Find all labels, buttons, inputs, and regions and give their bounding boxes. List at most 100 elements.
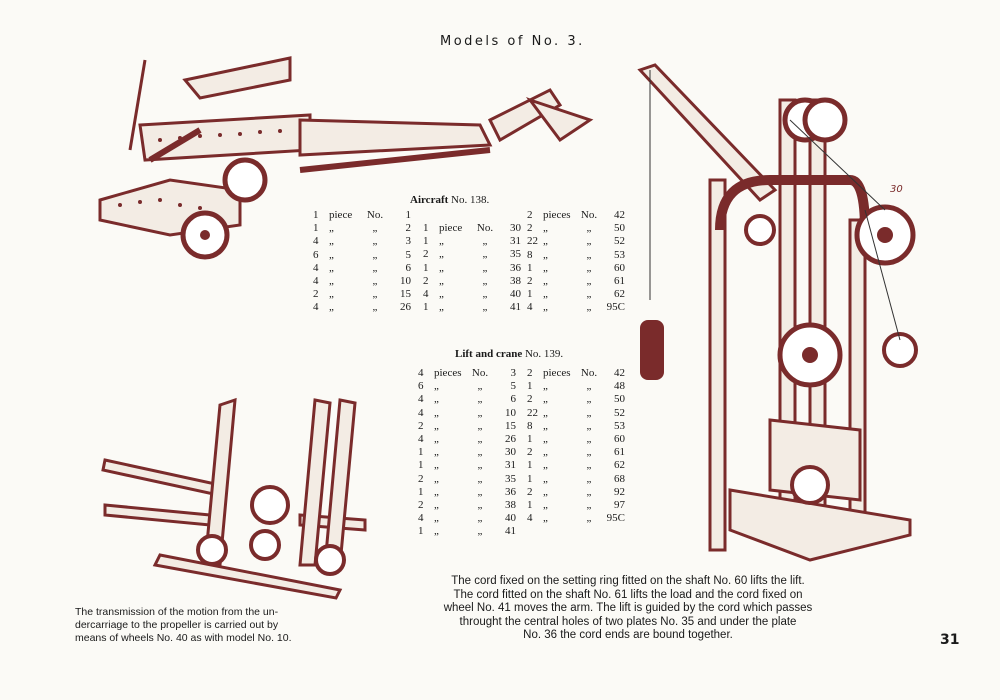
part-quantity: 1: [527, 472, 533, 485]
part-number: 60: [614, 261, 625, 274]
part-unit: „: [434, 446, 439, 459]
part-number: 48: [614, 380, 625, 393]
part-no-label: „: [482, 301, 488, 314]
parts-row: 2„„35: [423, 248, 523, 261]
part-number: 15: [400, 288, 411, 301]
part-quantity: 4: [423, 287, 429, 300]
part-number: 1: [405, 209, 412, 221]
part-unit: „: [543, 446, 548, 459]
part-number: 30: [505, 446, 516, 459]
part-quantity: 2: [527, 222, 533, 235]
part-no-label: „: [477, 459, 483, 472]
part-no-label: „: [586, 261, 592, 274]
paragraph-line: No. 36 the cord ends are bound together.: [523, 629, 733, 641]
parts-row: 6„„5: [418, 380, 518, 393]
parts-row: 2„„35: [418, 473, 518, 486]
aircraft-illustration: [98, 56, 594, 260]
part-number: 42: [614, 367, 625, 379]
parts-row: 2„„38: [418, 499, 518, 512]
part-no-label: No.: [580, 209, 598, 221]
part-number: 95C: [606, 301, 625, 314]
part-number: 5: [405, 248, 412, 261]
paragraph-line: wheel No. 41 moves the arm. The lift is …: [443, 602, 813, 614]
part-unit: „: [439, 261, 444, 274]
parts-row: 2„„50: [527, 222, 627, 235]
part-no-label: „: [586, 393, 592, 406]
part-no-label: „: [482, 261, 488, 274]
part-no-label: „: [372, 288, 378, 301]
parts-row: 4„„10: [418, 407, 518, 420]
part-unit: „: [543, 498, 548, 511]
part-unit: „: [329, 301, 334, 314]
parts-row: 1„„60: [527, 433, 627, 446]
part-quantity: 2: [527, 367, 533, 379]
part-quantity: 2: [423, 274, 429, 287]
parts-row: 1„„41: [418, 525, 518, 538]
part-number: 35: [505, 472, 516, 485]
parts-row: 4„„6: [313, 262, 413, 275]
part-number: 97: [614, 498, 625, 511]
part-unit: pieces: [543, 209, 571, 221]
parts-row: 8„„53: [527, 420, 627, 433]
lift-heading: Lift and crane No. 139.: [455, 348, 563, 360]
part-unit: „: [543, 274, 548, 287]
part-unit: „: [329, 261, 334, 274]
part-number: 36: [505, 485, 516, 498]
part-unit: piece: [439, 222, 463, 234]
part-no-label: „: [372, 301, 378, 314]
part-unit: „: [543, 288, 548, 301]
parts-row: 4„„3: [313, 235, 413, 248]
part-no-label: „: [586, 406, 592, 419]
parts-row: 1„„36: [418, 486, 518, 499]
part-quantity: 2: [418, 472, 424, 485]
parts-row: 1„„2: [313, 222, 413, 235]
lift-crane-illustration: [637, 63, 918, 562]
part-quantity: 8: [527, 248, 533, 261]
parts-row: 2„„38: [423, 275, 523, 288]
part-unit: „: [543, 406, 548, 419]
aircraft-name: Aircraft: [410, 194, 449, 206]
part-quantity: 4: [418, 406, 424, 419]
part-no-label: „: [372, 235, 378, 248]
part-no-label: No.: [366, 209, 384, 221]
parts-row: 2„„61: [527, 275, 627, 288]
part-number: 3: [510, 367, 517, 379]
part-number: 52: [614, 235, 625, 248]
part-quantity: 1: [423, 301, 429, 314]
part-number: 53: [614, 248, 625, 261]
part-number: 62: [614, 288, 625, 301]
part-quantity: 2: [423, 248, 429, 261]
part-number: 61: [614, 446, 625, 459]
part-quantity: 6: [418, 380, 424, 393]
part-unit: „: [543, 419, 548, 432]
part-unit: „: [543, 248, 548, 261]
part-number: 40: [505, 512, 516, 525]
part-no-label: „: [372, 248, 378, 261]
part-unit: „: [543, 459, 548, 472]
parts-row: 4„„40: [423, 288, 523, 301]
part-unit: „: [434, 512, 439, 525]
part-unit: „: [543, 235, 548, 248]
part-number: 61: [614, 274, 625, 287]
part-quantity: 1: [527, 288, 533, 301]
part-unit: „: [543, 393, 548, 406]
part-no-label: „: [586, 446, 592, 459]
part-number: 68: [614, 472, 625, 485]
part-number: 30: [510, 222, 521, 234]
part-number: 6: [510, 393, 517, 406]
transmission-illustration: [101, 397, 367, 600]
part-number: 50: [614, 222, 625, 235]
part-quantity: 2: [527, 446, 533, 459]
part-unit: „: [434, 393, 439, 406]
part-number: 31: [510, 235, 521, 248]
lift-number: No. 139.: [524, 348, 564, 360]
part-number: 38: [510, 274, 521, 287]
parts-row: 2„„15: [418, 420, 518, 433]
